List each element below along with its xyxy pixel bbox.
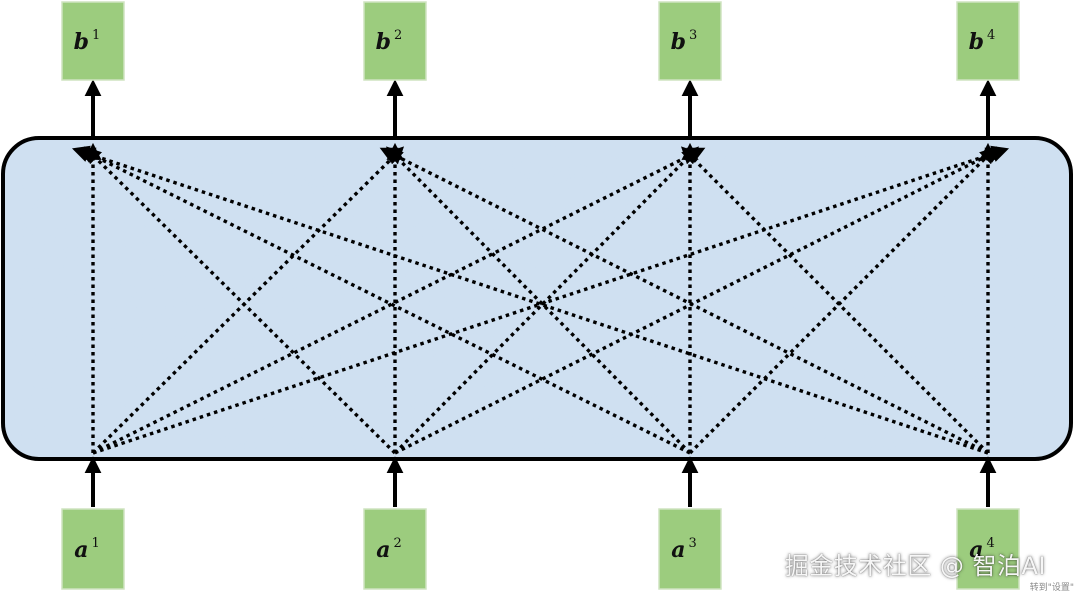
watermark-subtext: 转到"设置": [1029, 583, 1074, 593]
edge-a2-to-b4: [394, 147, 1004, 455]
edge-a1-to-b3: [92, 147, 706, 455]
input-node-a1-box: [61, 508, 125, 590]
io-arrows: [84, 79, 997, 507]
edge-a4-to-b2: [379, 147, 989, 455]
input-node-a4-box: [956, 508, 1020, 590]
edge-a4-to-b1: [71, 145, 989, 455]
output-node-b3-box: [658, 1, 722, 81]
edge-a2-to-b3: [393, 146, 699, 455]
edge-a1-to-b4: [92, 145, 1010, 455]
output-node-b1-box: [61, 1, 125, 81]
input-node-a2-box: [363, 508, 427, 590]
watermark-text: 掘金技术社区 @ 智泊AI: [784, 552, 1046, 580]
output-node-b2-box: [363, 1, 427, 81]
attention-layer-box: [1, 136, 1073, 461]
output-node-b4-box: [956, 1, 1020, 81]
edge-a3-to-b1: [77, 147, 691, 455]
edge-a3-to-b2: [386, 146, 692, 455]
input-node-a3-box: [658, 508, 722, 590]
attention-edges: [71, 142, 1010, 455]
